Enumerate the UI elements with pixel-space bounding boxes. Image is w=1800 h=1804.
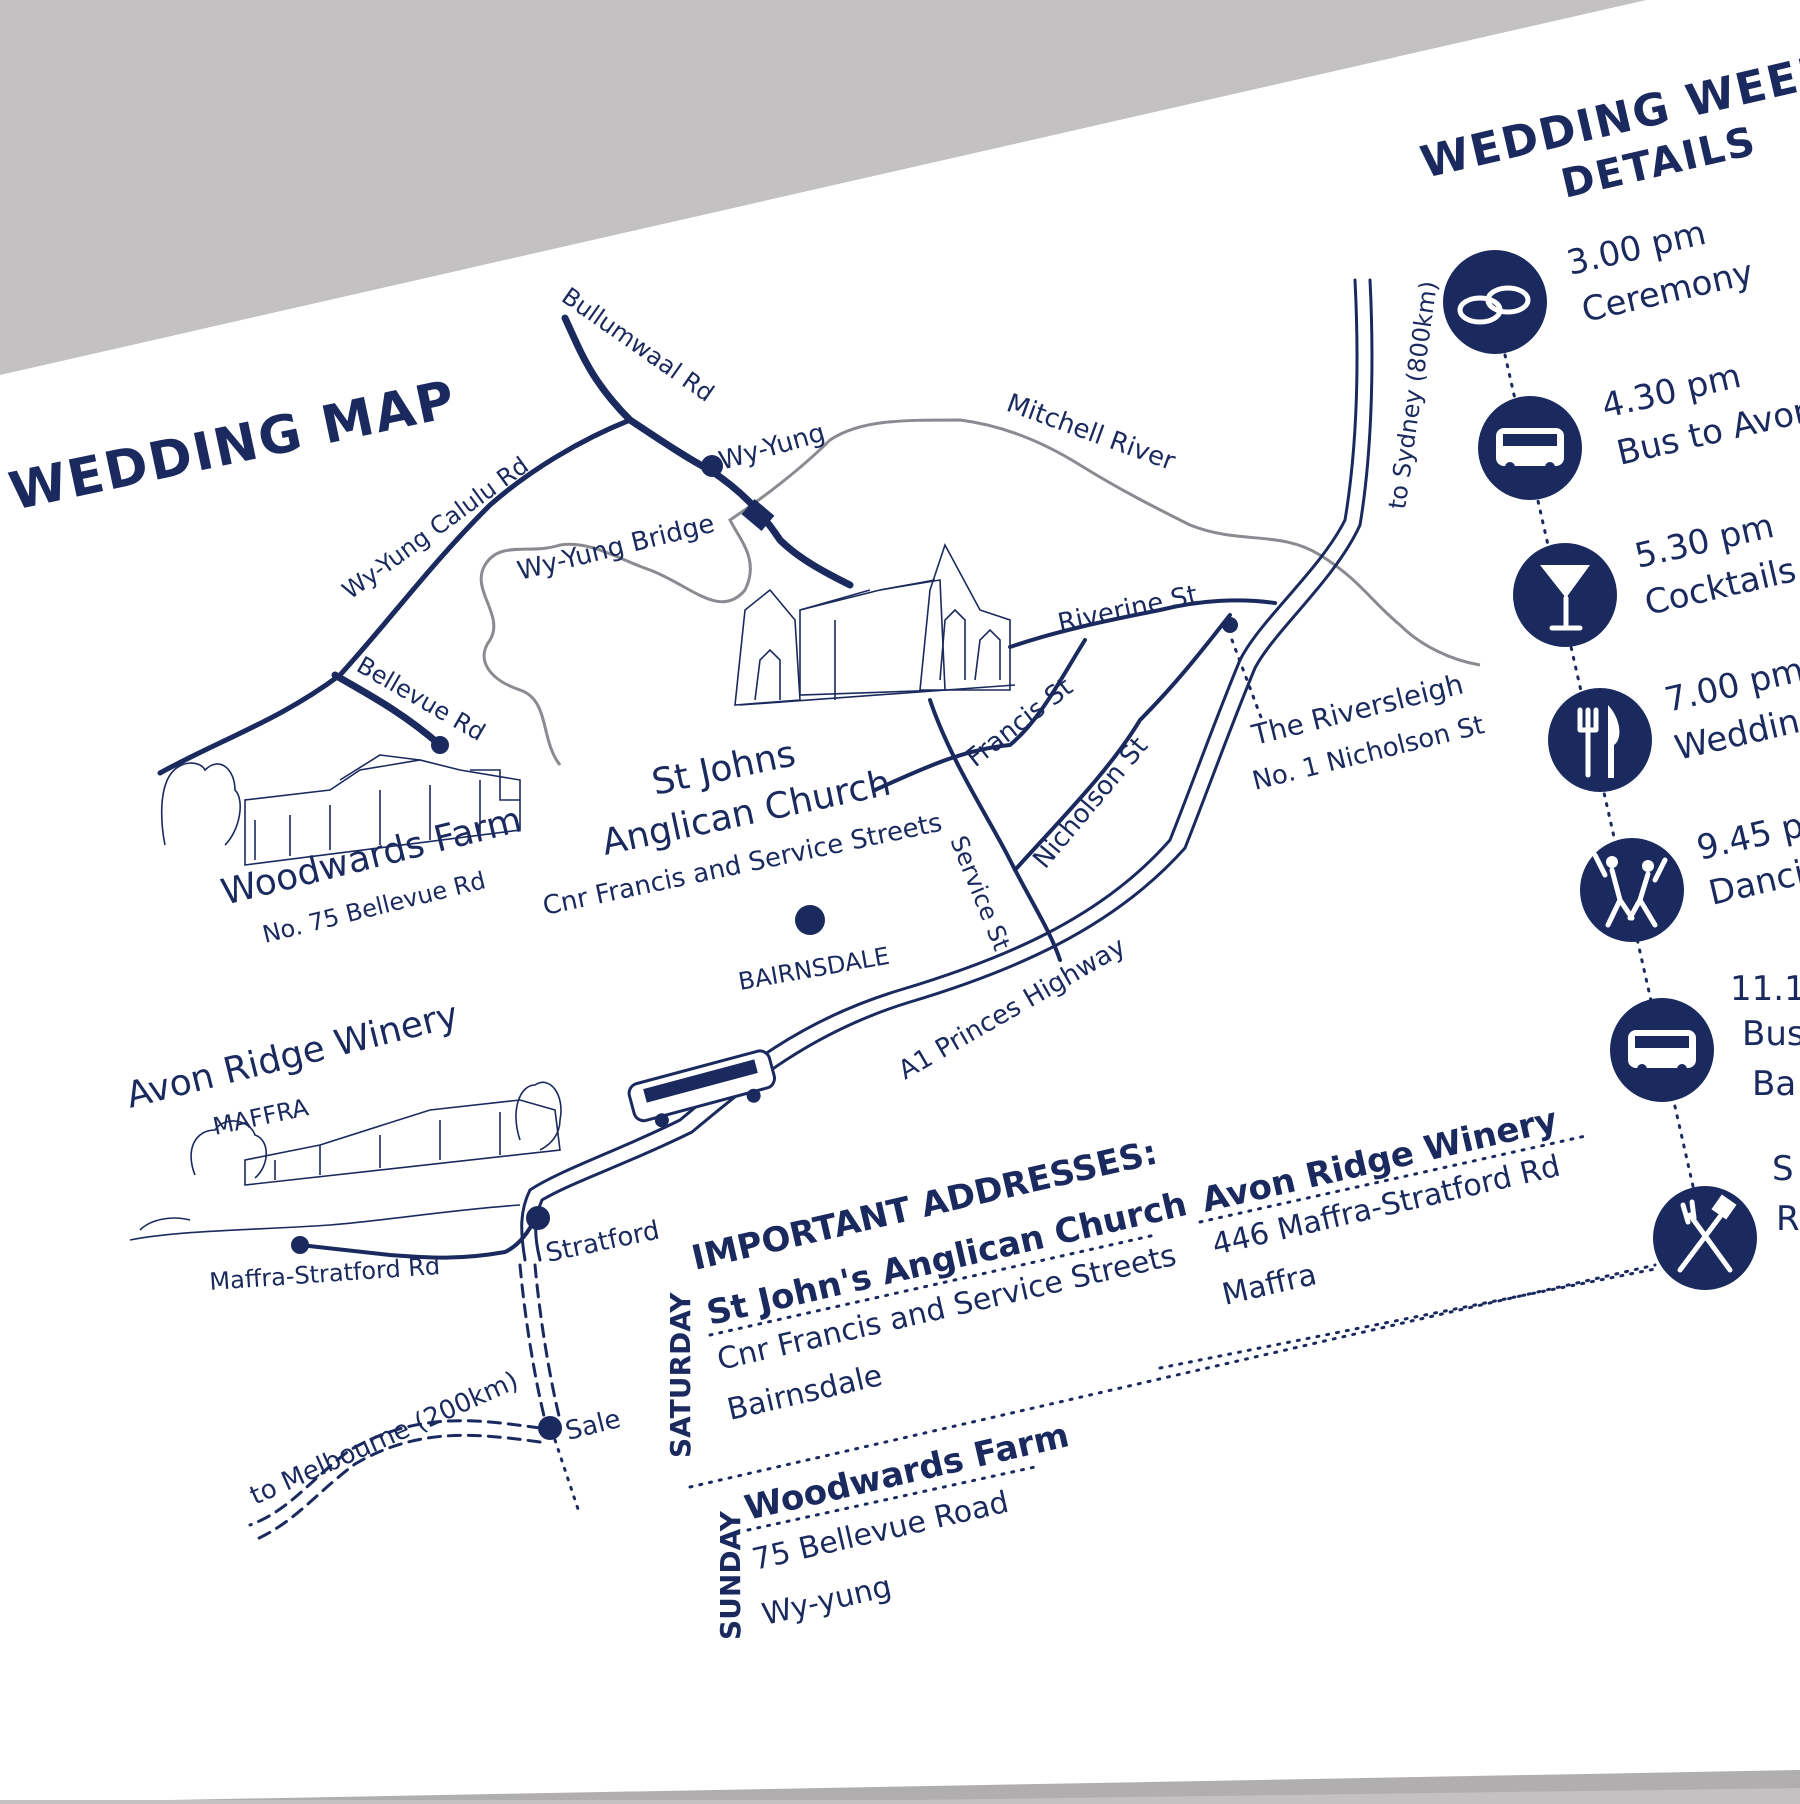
winery-sketch: [129, 1081, 562, 1241]
event-icon-7: [1653, 1186, 1757, 1290]
sale-dot: [538, 1416, 562, 1440]
riverine-street: [1008, 598, 1277, 649]
event-icon-5: [1580, 838, 1684, 942]
stratford-dot: [526, 1206, 550, 1230]
event-7-time: S: [1772, 1149, 1794, 1189]
bellevue-dot: [431, 736, 449, 754]
cocktail-icon: [1540, 565, 1590, 631]
bbq-tools-icon: [1677, 1194, 1737, 1273]
bellevue-road: [331, 671, 444, 749]
event-6-label: Bus: [1742, 1014, 1800, 1054]
maffra-stratford-road: [298, 1213, 539, 1260]
cutlery-icon: [1577, 705, 1620, 778]
event-icon-1: [1443, 250, 1547, 354]
event-icon-6: [1610, 998, 1714, 1102]
event-7-label: R: [1776, 1199, 1800, 1239]
bus-icon: [1628, 1030, 1696, 1074]
riversleigh-dot: [1222, 617, 1238, 633]
event-icon-3: [1513, 543, 1617, 647]
saturday-label: SATURDAY: [664, 1292, 697, 1458]
event-6-label-2: Ba: [1752, 1064, 1796, 1104]
francis-street: [873, 638, 1087, 792]
church-sketch: [734, 542, 1016, 706]
farm-sketch: [160, 754, 521, 866]
dancers-icon: [1592, 852, 1668, 928]
event-6-time: 11.15: [1730, 969, 1800, 1009]
nicholson-street: [1013, 613, 1232, 872]
sunday-label: SUNDAY: [714, 1510, 747, 1640]
wy-yung-calulu-road: [157, 417, 633, 776]
service-street: [928, 698, 1062, 962]
maffra-dot: [291, 1236, 309, 1254]
event-icon-2: [1478, 396, 1582, 500]
event-icon-4: [1548, 688, 1652, 792]
bairnsdale-dot: [795, 905, 825, 935]
wy-yung-dot: [701, 455, 723, 477]
princes-highway: [520, 278, 1359, 1262]
rings-icon: [1457, 285, 1531, 325]
bus-sketch: [627, 1049, 777, 1128]
bus-icon: [1496, 428, 1564, 472]
wy-yung-bridge-marker: [741, 498, 775, 532]
